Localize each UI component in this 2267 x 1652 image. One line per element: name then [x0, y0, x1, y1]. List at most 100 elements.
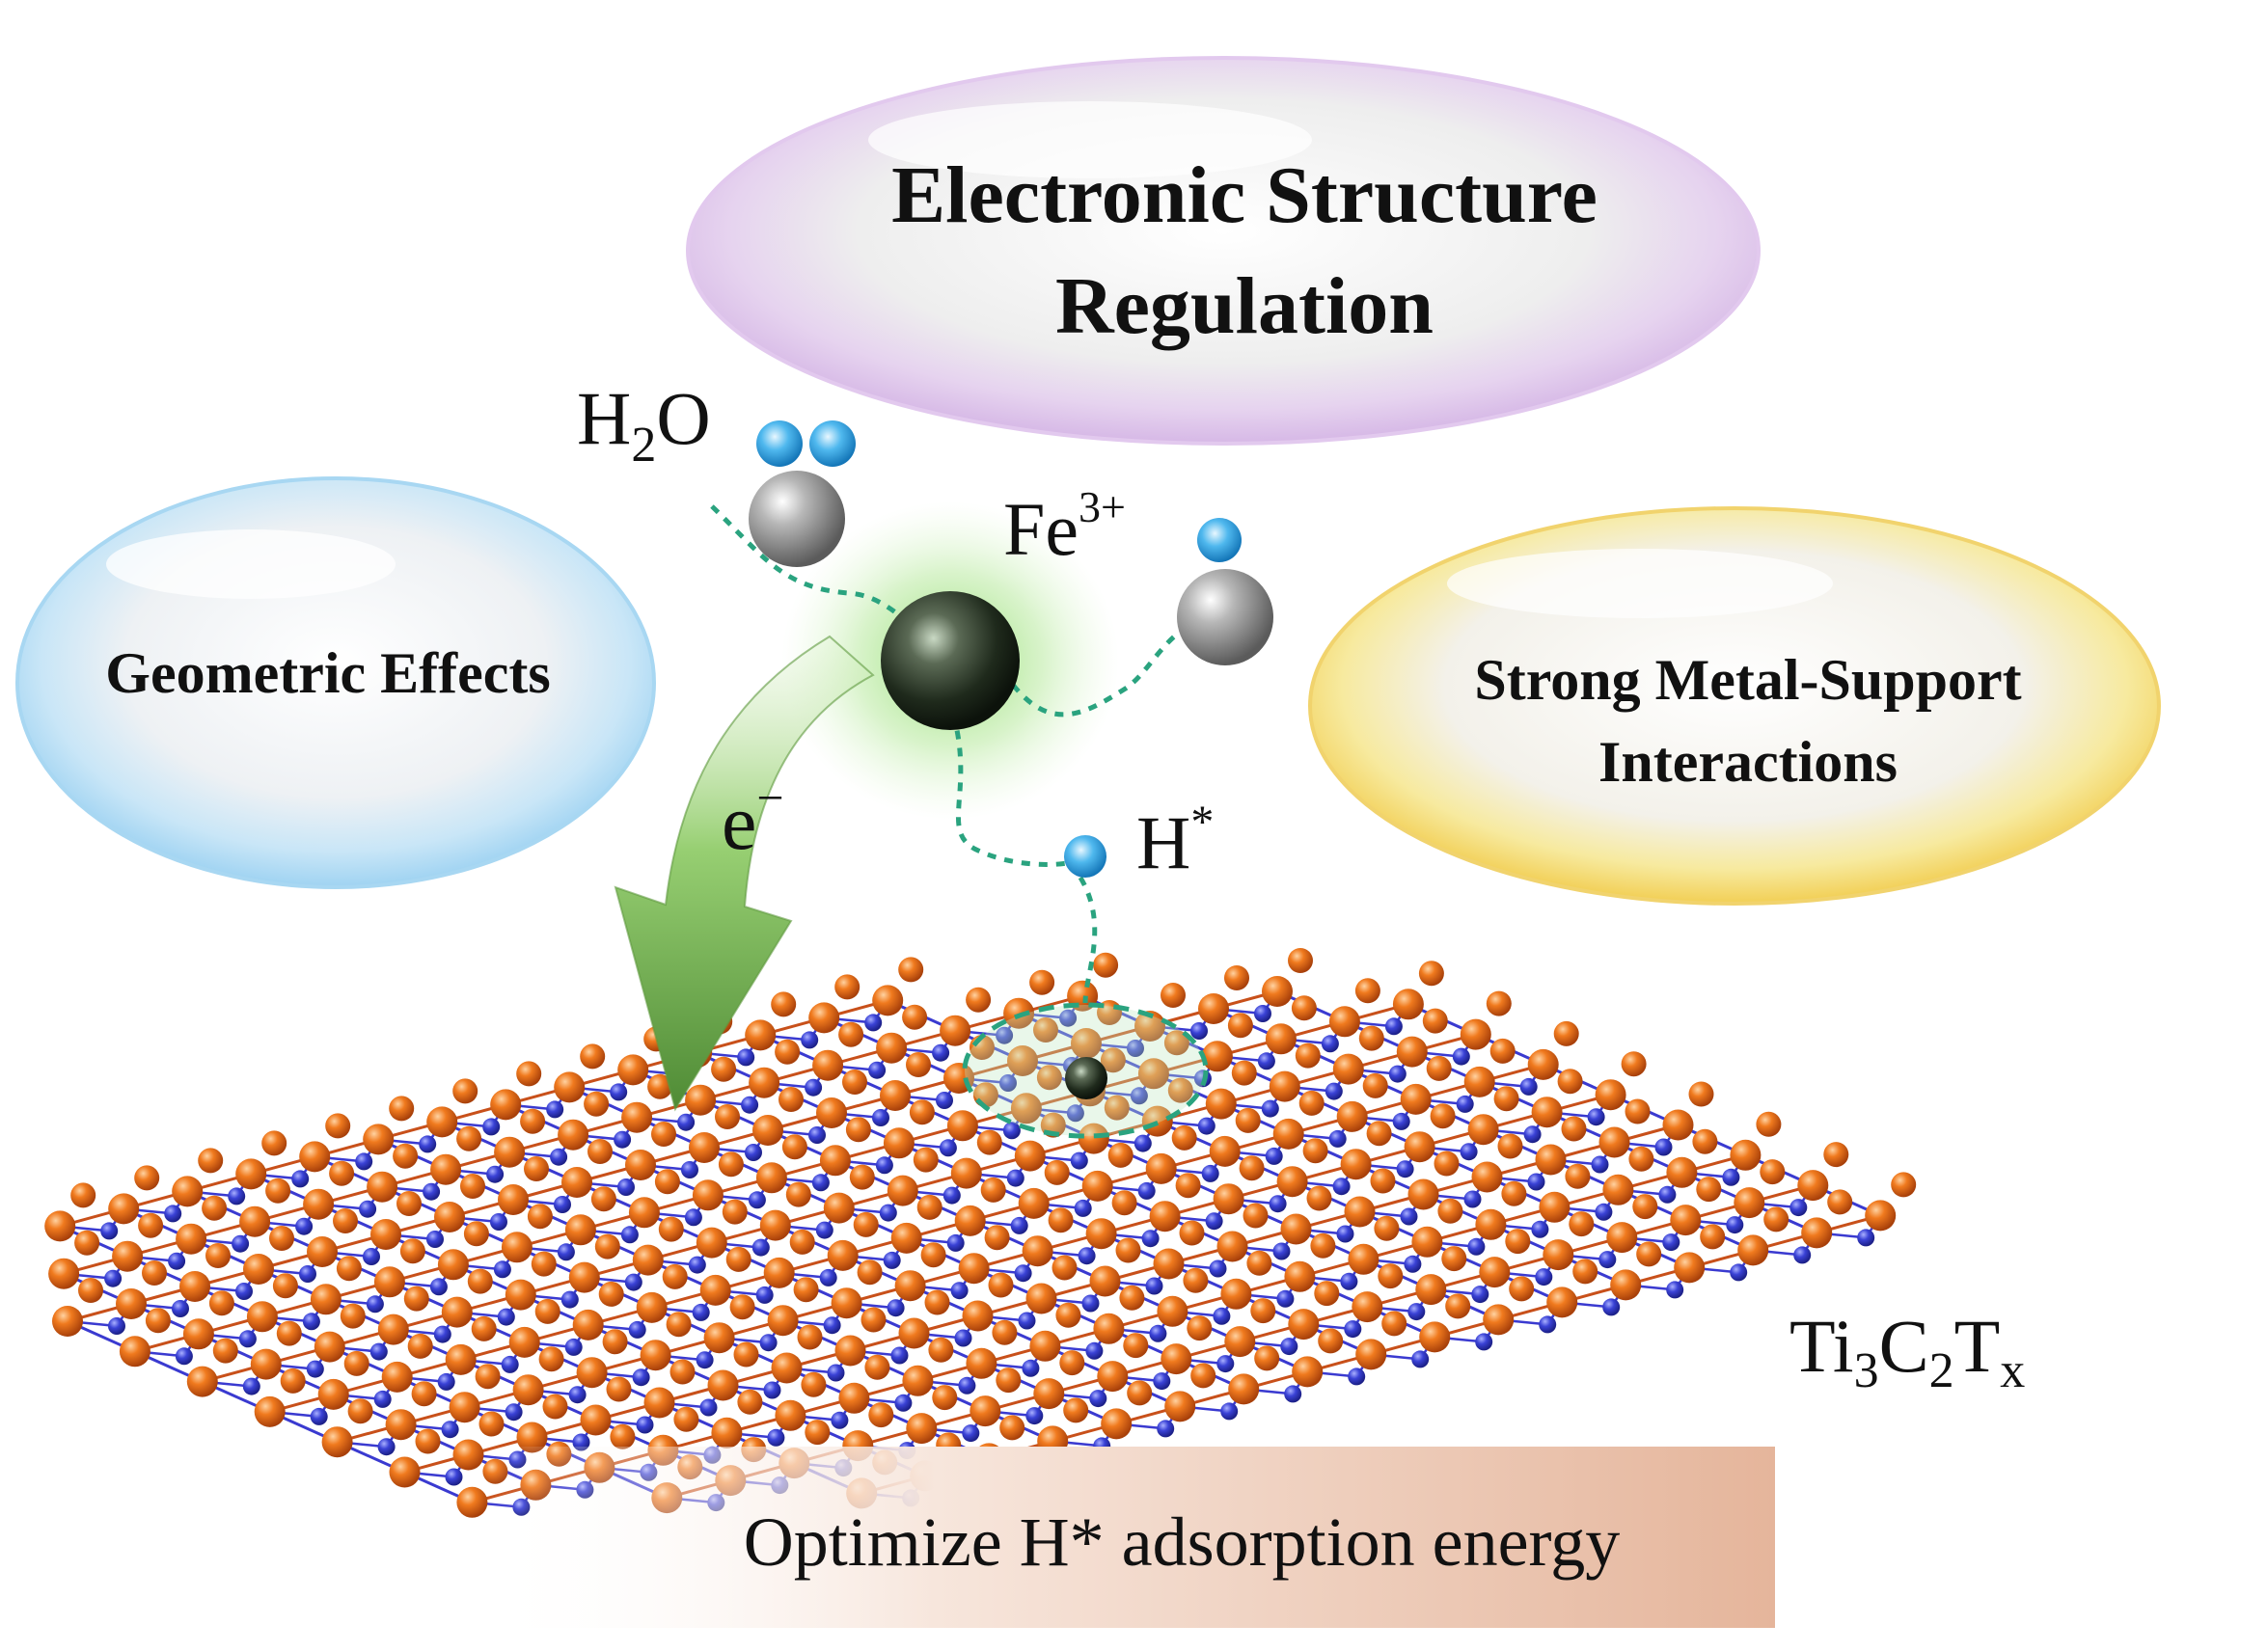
c-atom [819, 1268, 837, 1286]
ti-atom [1100, 1047, 1126, 1073]
ti-atom [478, 1411, 505, 1437]
ti-atom [1370, 1168, 1396, 1194]
ti-atom [340, 1303, 366, 1329]
ti-atom [1692, 1128, 1718, 1154]
ti-atom [666, 1312, 692, 1338]
ti-atom [1052, 1255, 1078, 1281]
ti-atom [711, 1056, 737, 1082]
c-atom [433, 1325, 451, 1343]
ti-atom [909, 1099, 935, 1125]
ti-atom [920, 1242, 946, 1268]
ti-atom [116, 1288, 147, 1319]
ti-atom [958, 1253, 990, 1285]
ti-atom [647, 1073, 673, 1099]
ti-atom [299, 1141, 331, 1173]
ti-atom [463, 1221, 489, 1247]
c-atom [1269, 1195, 1287, 1213]
ti-atom [703, 1322, 735, 1354]
c-atom [1265, 1147, 1283, 1165]
ti-atom [1483, 1304, 1515, 1336]
c-atom [1197, 1117, 1215, 1135]
c-atom [823, 1316, 841, 1335]
ti-atom [808, 1002, 840, 1034]
c-atom [1276, 1289, 1295, 1308]
ti-atom [1157, 1295, 1188, 1327]
ti-atom [1546, 1286, 1578, 1318]
ti-atom [243, 1254, 274, 1285]
ti-atom [475, 1364, 501, 1390]
c-atom [108, 1317, 125, 1335]
c-atom [546, 1100, 564, 1119]
ti-atom [842, 1070, 867, 1095]
c-atom [1081, 1294, 1100, 1313]
ti-atom [775, 1399, 806, 1431]
ti-atom [456, 1486, 488, 1518]
ti-atom [966, 1347, 997, 1379]
c-atom [1396, 1160, 1414, 1178]
ti-atom [1295, 1043, 1321, 1069]
ti-atom [643, 1387, 675, 1419]
ti-atom [1071, 1028, 1102, 1059]
c-atom [1018, 1312, 1036, 1330]
ti-atom [725, 1246, 751, 1272]
ti-atom [527, 1204, 553, 1230]
c-atom [482, 1118, 501, 1136]
c-atom [1022, 1359, 1040, 1377]
c-atom [1220, 1402, 1239, 1421]
c-atom [295, 1217, 314, 1235]
ti-atom [508, 1326, 540, 1358]
ti-atom [1730, 1139, 1762, 1171]
ti-atom [1022, 1235, 1053, 1267]
ti-atom [1501, 1180, 1527, 1206]
c-atom [1254, 1005, 1271, 1022]
ti-atom [572, 1309, 604, 1341]
c-atom [359, 1200, 377, 1218]
ti-atom [916, 1194, 942, 1220]
ti-atom [1527, 1048, 1559, 1080]
ti-atom [1418, 961, 1444, 987]
ti-atom [1569, 1211, 1595, 1237]
ti-atom [505, 1279, 536, 1311]
c-atom [557, 1243, 575, 1261]
c-atom [688, 1256, 706, 1274]
bubble-electronic-structure-line2: Regulation [1055, 261, 1434, 351]
ti-atom [367, 1171, 398, 1203]
ti-atom [831, 1287, 862, 1319]
ti-atom [426, 1106, 458, 1138]
ti-atom [1081, 1170, 1113, 1202]
c-atom [1137, 1181, 1156, 1200]
ti-atom [1595, 1079, 1626, 1111]
c-atom [1272, 1242, 1291, 1260]
adsorption-banner [482, 1447, 1775, 1628]
ti-atom [430, 1153, 462, 1185]
c-atom [242, 1377, 260, 1395]
ti3c2tx-label: Ti3C2Tx [1789, 1304, 2025, 1398]
ti-atom [186, 1366, 218, 1397]
ti-atom [1059, 1350, 1085, 1376]
ti-atom [669, 1359, 696, 1385]
ti-atom [112, 1240, 144, 1272]
c-atom [1127, 1040, 1144, 1057]
ti-atom [1111, 1190, 1137, 1216]
ti-atom [329, 1160, 355, 1186]
ti-atom [1662, 1109, 1694, 1141]
ti-atom [872, 985, 904, 1016]
ti-atom [1666, 1156, 1698, 1188]
ti-atom [1145, 1152, 1177, 1184]
ti-atom [1104, 1095, 1130, 1121]
c-atom [872, 1109, 889, 1126]
ti-atom [1827, 1189, 1853, 1215]
ti-atom [494, 1136, 526, 1168]
c-atom [302, 1313, 320, 1331]
ti-atom [520, 1108, 546, 1134]
ti-atom [692, 1179, 724, 1211]
c-atom [426, 1231, 444, 1248]
c-atom [1793, 1246, 1812, 1264]
c-atom [628, 1320, 646, 1339]
c-atom [1145, 1277, 1163, 1295]
c-atom [677, 1113, 696, 1131]
ti-atom [752, 1115, 783, 1146]
ti-atom [636, 1291, 668, 1323]
ti-atom [640, 1340, 671, 1371]
c-atom [232, 1234, 250, 1253]
